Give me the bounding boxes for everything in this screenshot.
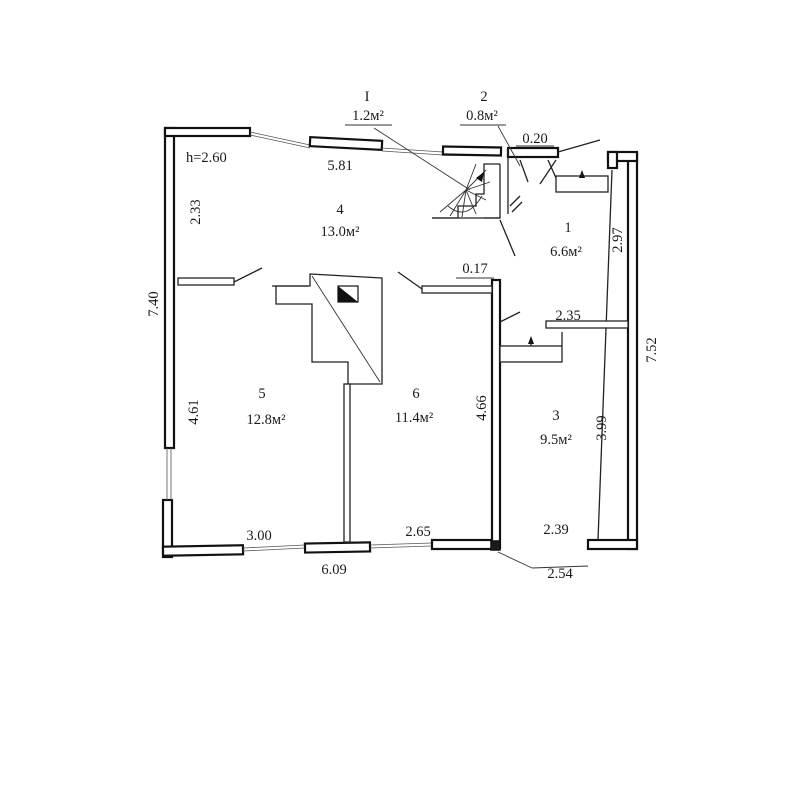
right-inner-line <box>597 169 613 541</box>
room-area-6: 11.4м² <box>395 410 434 426</box>
dim-left-upper: 2.33 <box>188 199 204 224</box>
room-number-3: 3 <box>552 408 559 424</box>
top-wall-right <box>441 145 503 157</box>
dim-bottom-total: 6.09 <box>321 562 346 578</box>
landing-top-wall <box>506 146 560 159</box>
partition-5-6 <box>343 383 351 543</box>
dim-total-left: 7.40 <box>146 291 162 316</box>
dim-center-lower: 4.66 <box>474 395 490 420</box>
bottom-wall-mid <box>303 541 372 554</box>
step-box-1 <box>555 175 609 193</box>
dim-bottom-left: 3.00 <box>246 528 271 544</box>
bottom-wall-left <box>161 544 245 557</box>
dim-bottom-right-outer: 2.54 <box>547 566 573 582</box>
dim-left-lower: 4.61 <box>186 399 202 424</box>
dim-right-upper: 2.97 <box>610 227 626 252</box>
room-area-4: 13.0м² <box>321 224 361 240</box>
dim-partition-stub: 0.17 <box>462 261 487 277</box>
wall-corner-block <box>490 540 501 551</box>
dim-top-width: 5.81 <box>327 158 352 174</box>
dim-right-lower: 3.99 <box>594 415 610 440</box>
room-area-I: 1.2м² <box>352 108 384 124</box>
staircase <box>373 125 557 219</box>
dim-bottom-right: 2.39 <box>543 522 568 538</box>
height-label: h=2.60 <box>186 150 227 166</box>
dim-bottom-mid: 2.65 <box>405 524 430 540</box>
left-wall-upper <box>163 126 176 450</box>
top-wall-mid <box>308 135 384 152</box>
right-wall-bottom <box>586 538 639 551</box>
chimney-block <box>275 273 383 385</box>
room-area-3: 9.5м² <box>540 432 572 448</box>
partition-1-3 <box>545 320 629 329</box>
room-number-4: 4 <box>336 202 344 218</box>
left-wall-lower <box>161 498 174 559</box>
right-wall <box>626 151 639 551</box>
room-number-2: 2 <box>480 89 487 105</box>
room-area-2: 0.8м² <box>466 108 498 124</box>
room-number-6: 6 <box>412 386 419 402</box>
bottom-wall-right <box>430 538 498 551</box>
room-number-I: I <box>365 89 370 105</box>
dim-inner-partition: 2.35 <box>555 308 580 324</box>
partition-4-6 <box>421 285 493 294</box>
room-area-1: 6.6м² <box>550 244 582 260</box>
center-wall <box>490 278 502 550</box>
dim-total-right: 7.52 <box>644 337 660 362</box>
room-area-5: 12.8м² <box>247 412 287 428</box>
labels: h=2.60 I 1.2м² 2 0.8м² 0.20 5.81 4 13.0м… <box>146 89 660 582</box>
room-number-1: 1 <box>564 220 571 236</box>
top-wall-left <box>163 126 252 138</box>
stair-steps <box>432 163 500 219</box>
partition-4-5 <box>177 277 235 286</box>
step-box-3 <box>499 345 563 363</box>
outer-walls <box>161 126 639 559</box>
right-wall-top-stub <box>606 150 619 170</box>
room-number-5: 5 <box>258 386 265 402</box>
dim-stair-gap: 0.20 <box>522 131 547 147</box>
partitions <box>177 159 629 543</box>
